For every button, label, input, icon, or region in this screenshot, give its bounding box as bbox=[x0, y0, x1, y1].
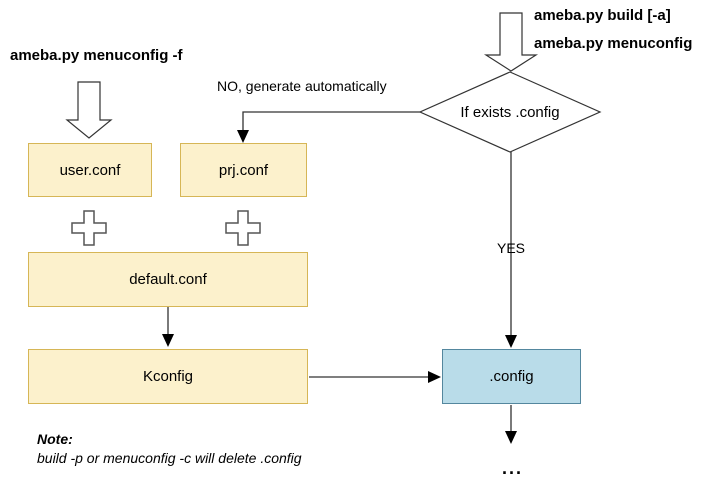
note-title: Note: bbox=[37, 431, 73, 447]
no-branch-label: NO, generate automatically bbox=[217, 78, 387, 94]
config-box: .config bbox=[442, 349, 581, 404]
arrow-kconfig-to-config-head bbox=[428, 371, 441, 383]
plus-icon bbox=[225, 210, 261, 246]
command-menuconfig-label: ameba.py menuconfig bbox=[534, 35, 693, 52]
decision-diamond bbox=[418, 71, 602, 153]
kconfig-box: Kconfig bbox=[28, 349, 308, 404]
user-conf-box: user.conf bbox=[28, 143, 152, 197]
yes-branch-label: YES bbox=[497, 240, 526, 256]
command-build-label: ameba.py build [-a] bbox=[534, 7, 671, 24]
plus-icon bbox=[71, 210, 107, 246]
default-conf-box: default.conf bbox=[28, 252, 308, 307]
arrow-default-to-kconfig-head bbox=[162, 334, 174, 347]
block-arrow-down-right-icon bbox=[483, 12, 539, 72]
arrow-yes-branch-head bbox=[505, 335, 517, 348]
note-body: build -p or menuconfig -c will delete .c… bbox=[37, 450, 302, 466]
decision-label: If exists .config bbox=[460, 103, 560, 121]
prj-conf-box: prj.conf bbox=[180, 143, 307, 197]
block-arrow-down-left-icon bbox=[65, 81, 113, 139]
arrow-config-down-head bbox=[505, 431, 517, 444]
continuation-ellipsis: ... bbox=[502, 458, 524, 478]
arrow-no-branch-head bbox=[237, 130, 249, 143]
left-flow-title: ameba.py menuconfig -f bbox=[10, 47, 183, 64]
arrow-no-branch-line bbox=[242, 111, 420, 131]
